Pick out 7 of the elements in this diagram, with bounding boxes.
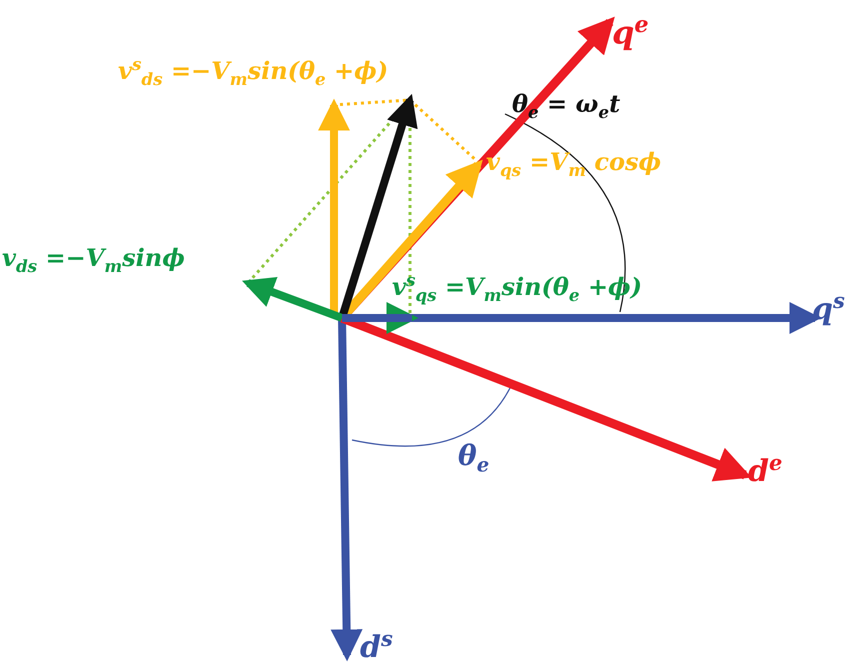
axis-label: d$^{s}$ <box>360 628 393 663</box>
angle-label: θ$_{e}$ <box>458 442 490 476</box>
vector-label: v$^{s}$$_{ds}$ =−V$_{m}$sin(θ$_{e}$ +ϕ) <box>118 56 388 88</box>
axis-label: q$^{e}$ <box>612 14 649 49</box>
axis-label: d$^{e}$ <box>748 452 782 487</box>
vector-label: v$_{ds}$ =−V$_{m}$sinϕ <box>2 246 185 275</box>
vector-label: v$_{qs}$ =V$_{m}$ cosϕ <box>486 150 662 179</box>
